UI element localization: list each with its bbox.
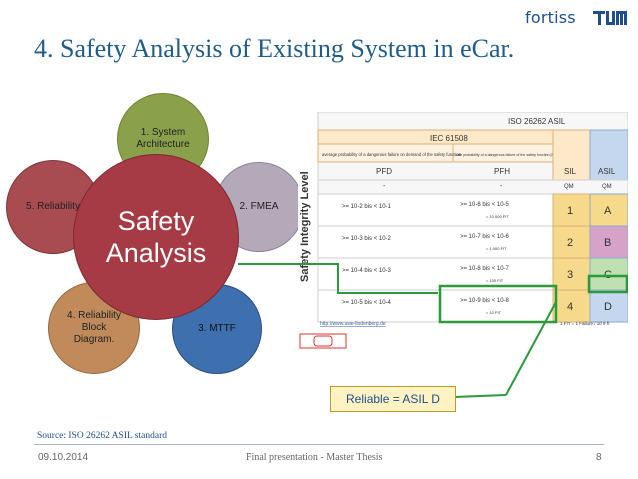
reliable-asil-d-callout: Reliable = ASIL D	[330, 386, 456, 412]
fit-value: = 100 FIT	[486, 278, 504, 283]
asil-value: A	[604, 205, 612, 217]
fit-note: 1 FIT = 1 Failure / 10 9 h	[560, 321, 610, 326]
pfh-value: >= 10-8 bis < 10-7	[460, 266, 510, 272]
node3-label: 3. MTTF	[198, 323, 236, 334]
asil-value: D	[604, 301, 612, 313]
asil-cell	[589, 193, 628, 227]
sil-value: 2	[567, 237, 573, 249]
asil-cell	[589, 289, 628, 323]
slide-title: 4. Safety Analysis of Existing System in…	[34, 34, 515, 63]
footer-divider	[34, 444, 604, 445]
node4-line1: 4. Reliability	[67, 310, 121, 321]
asil-qm: QM	[602, 184, 612, 190]
node1-line2: Architecture	[136, 139, 190, 150]
asil-cell	[589, 225, 628, 259]
fit-value: = 10.000 FIT	[486, 214, 509, 219]
pfh-value: >= 10-9 bis < 10-8	[460, 298, 510, 304]
node2-label: 2. FMEA	[239, 201, 279, 212]
pfd-dash: -	[383, 183, 386, 190]
highlight-asil-d	[587, 274, 628, 294]
footer-date: 09.10.2014	[38, 452, 89, 463]
node1-line1: 1. System	[140, 127, 186, 138]
iec-title: IEC 61508	[430, 134, 468, 143]
node5-label: 5. Reliability	[26, 201, 80, 212]
asil-value: B	[604, 237, 611, 249]
center-safety-analysis: Safety Analysis	[73, 154, 239, 320]
table-rows: >= 10-2 bis < 10-1 >= 10-6 bis < 10-5 = 10…	[317, 193, 628, 323]
source-citation: Source: ISO 26262 ASIL standard	[37, 431, 167, 441]
asil-header: ASIL	[598, 167, 616, 176]
table-url: http://www.uwe-lindenberg.de	[320, 321, 386, 327]
pfd-header: PFD	[376, 167, 392, 176]
center-line2: Analysis	[105, 238, 207, 268]
sil-value: 4	[567, 301, 573, 313]
fit-value: = 10 FIT	[486, 310, 502, 315]
sil-value: 1	[567, 205, 573, 217]
iso-26262-asil-table: ISO 26262 ASIL IEC 61508 average probabi…	[298, 112, 628, 352]
pfd-value: >= 10-5 bis < 10-4	[342, 300, 392, 306]
sil-cell	[552, 289, 591, 323]
pfh-value: >= 10-7 bis < 10-6	[460, 234, 510, 240]
tum-logo-icon	[593, 11, 627, 25]
pfd-value: >= 10-2 bis < 10-1	[342, 204, 392, 210]
sil-vertical-label: Safety Integrity Level	[299, 171, 311, 282]
pfd-value: >= 10-4 bis < 10-3	[342, 268, 392, 274]
node4-line2: Block	[81, 322, 107, 333]
iso-title: ISO 26262 ASIL	[508, 117, 566, 126]
pfh-dash: -	[500, 183, 503, 190]
sil-cell	[552, 193, 591, 227]
asil-cell	[589, 257, 628, 291]
pfh-description: rate probability of a dangerous failure …	[456, 153, 566, 157]
node4-line3: Diagram.	[73, 334, 115, 345]
footer-title: Final presentation - Master Thesis	[246, 452, 383, 463]
fortiss-logo: fortiss	[525, 8, 576, 27]
fit-value: = 1.000 FIT	[486, 246, 507, 251]
pfh-value: >= 10-6 bis < 10-5	[460, 202, 510, 208]
sil-header: SIL	[564, 167, 577, 176]
node-mttf: 3. MTTF	[172, 284, 262, 374]
pfh-header: PFH	[494, 167, 510, 176]
sil-value: 3	[567, 269, 573, 281]
pfd-value: >= 10-3 bis < 10-2	[342, 236, 392, 242]
page-number: 8	[596, 452, 602, 463]
pfd-description: average probability of a dangerous failu…	[322, 152, 462, 157]
center-line1: Safety	[117, 206, 195, 236]
sil-qm: QM	[564, 184, 574, 190]
